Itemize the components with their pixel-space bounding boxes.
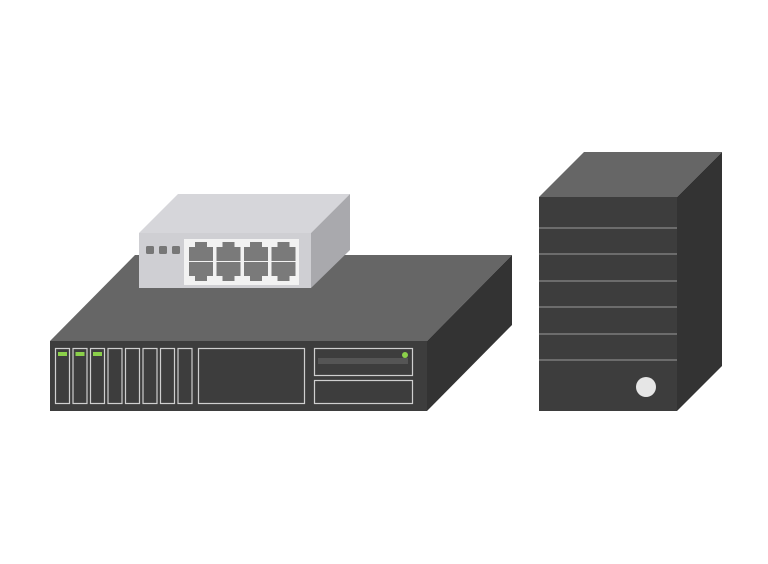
- drive-bay[interactable]: [124, 347, 141, 405]
- optical-drive[interactable]: [313, 347, 414, 377]
- drive-led: [93, 352, 102, 356]
- drive-slot: [318, 358, 408, 364]
- network-switch: [139, 194, 350, 288]
- tower-bay-dividers: [539, 227, 677, 361]
- ethernet-port[interactable]: [189, 262, 213, 281]
- switch-side: [311, 194, 350, 288]
- status-light: [146, 246, 154, 254]
- drive-bay[interactable]: [72, 347, 88, 405]
- ethernet-ports: [189, 242, 296, 281]
- tower-front: [539, 197, 677, 411]
- rack-server-side: [427, 255, 512, 411]
- ethernet-port[interactable]: [189, 242, 213, 261]
- ethernet-port[interactable]: [244, 262, 268, 281]
- drive-led: [75, 352, 85, 356]
- drive-bay[interactable]: [142, 347, 158, 405]
- tower-top: [539, 152, 722, 197]
- ethernet-port[interactable]: [271, 242, 296, 261]
- tower-server: [539, 152, 722, 411]
- drive-bay[interactable]: [177, 347, 193, 405]
- ethernet-port[interactable]: [271, 262, 296, 281]
- front-panel: [197, 347, 306, 405]
- drive-bay[interactable]: [159, 347, 176, 405]
- drive-bay[interactable]: [107, 347, 123, 405]
- switch-top: [139, 194, 350, 233]
- power-button[interactable]: [636, 377, 656, 397]
- tower-side: [677, 152, 722, 411]
- lower-panel: [313, 379, 414, 405]
- ethernet-port[interactable]: [244, 242, 268, 261]
- drive-bay[interactable]: [54, 347, 71, 405]
- drive-bay[interactable]: [89, 347, 106, 405]
- drive-bays: [54, 347, 193, 405]
- ethernet-port[interactable]: [216, 262, 241, 281]
- drive-led: [58, 352, 67, 356]
- power-led: [402, 352, 408, 358]
- status-light: [172, 246, 180, 254]
- ethernet-port[interactable]: [216, 242, 241, 261]
- status-light: [159, 246, 167, 254]
